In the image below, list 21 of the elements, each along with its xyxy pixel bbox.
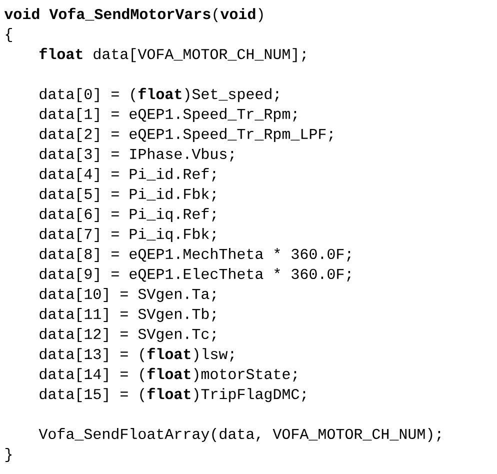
code-line: data[2] = eQEP1.Speed_Tr_Rpm_LPF; [40, 128, 332, 142]
code-line: { [6, 28, 12, 42]
code-line: data[5] = Pi_id.Fbk; [40, 188, 216, 202]
code-line: data[4] = Pi_id.Ref; [40, 168, 216, 182]
code-line: data[9] = eQEP1.ElecTheta * 360.0F; [40, 268, 350, 282]
code-line: Vofa_SendFloatArray(data, VOFA_MOTOR_CH_NUM); [38, 428, 440, 442]
code-line: data[3] = IPhase.Vbus; [40, 148, 234, 162]
code-line: data[10] = SVgen.Ta; [40, 288, 216, 302]
code-line: data[15] = (float)TripFlagDMC; [40, 388, 306, 402]
code-line: data[14] = (float)motorState; [40, 368, 296, 382]
code-line: data[13] = (float)lsw; [40, 348, 234, 362]
code-line: data[12] = SVgen.Tc; [40, 328, 216, 342]
code-line: } [5, 448, 12, 462]
code-line: data[11] = SVgen.Tb; [40, 308, 216, 322]
code-line: data[8] = eQEP1.MechTheta * 360.0F; [40, 248, 350, 262]
code-line: data[1] = eQEP1.Speed_Tr_Rpm; [40, 108, 296, 122]
code-line: data[6] = Pi_iq.Ref; [40, 208, 216, 222]
code-line: void Vofa_SendMotorVars(void) [4, 8, 263, 22]
code-line: data[7] = Pi_iq.Fbk; [40, 228, 216, 242]
code-line: float data[VOFA_MOTOR_CH_NUM]; [40, 48, 306, 62]
code-line: data[0] = (float)Set_speed; [40, 88, 278, 102]
